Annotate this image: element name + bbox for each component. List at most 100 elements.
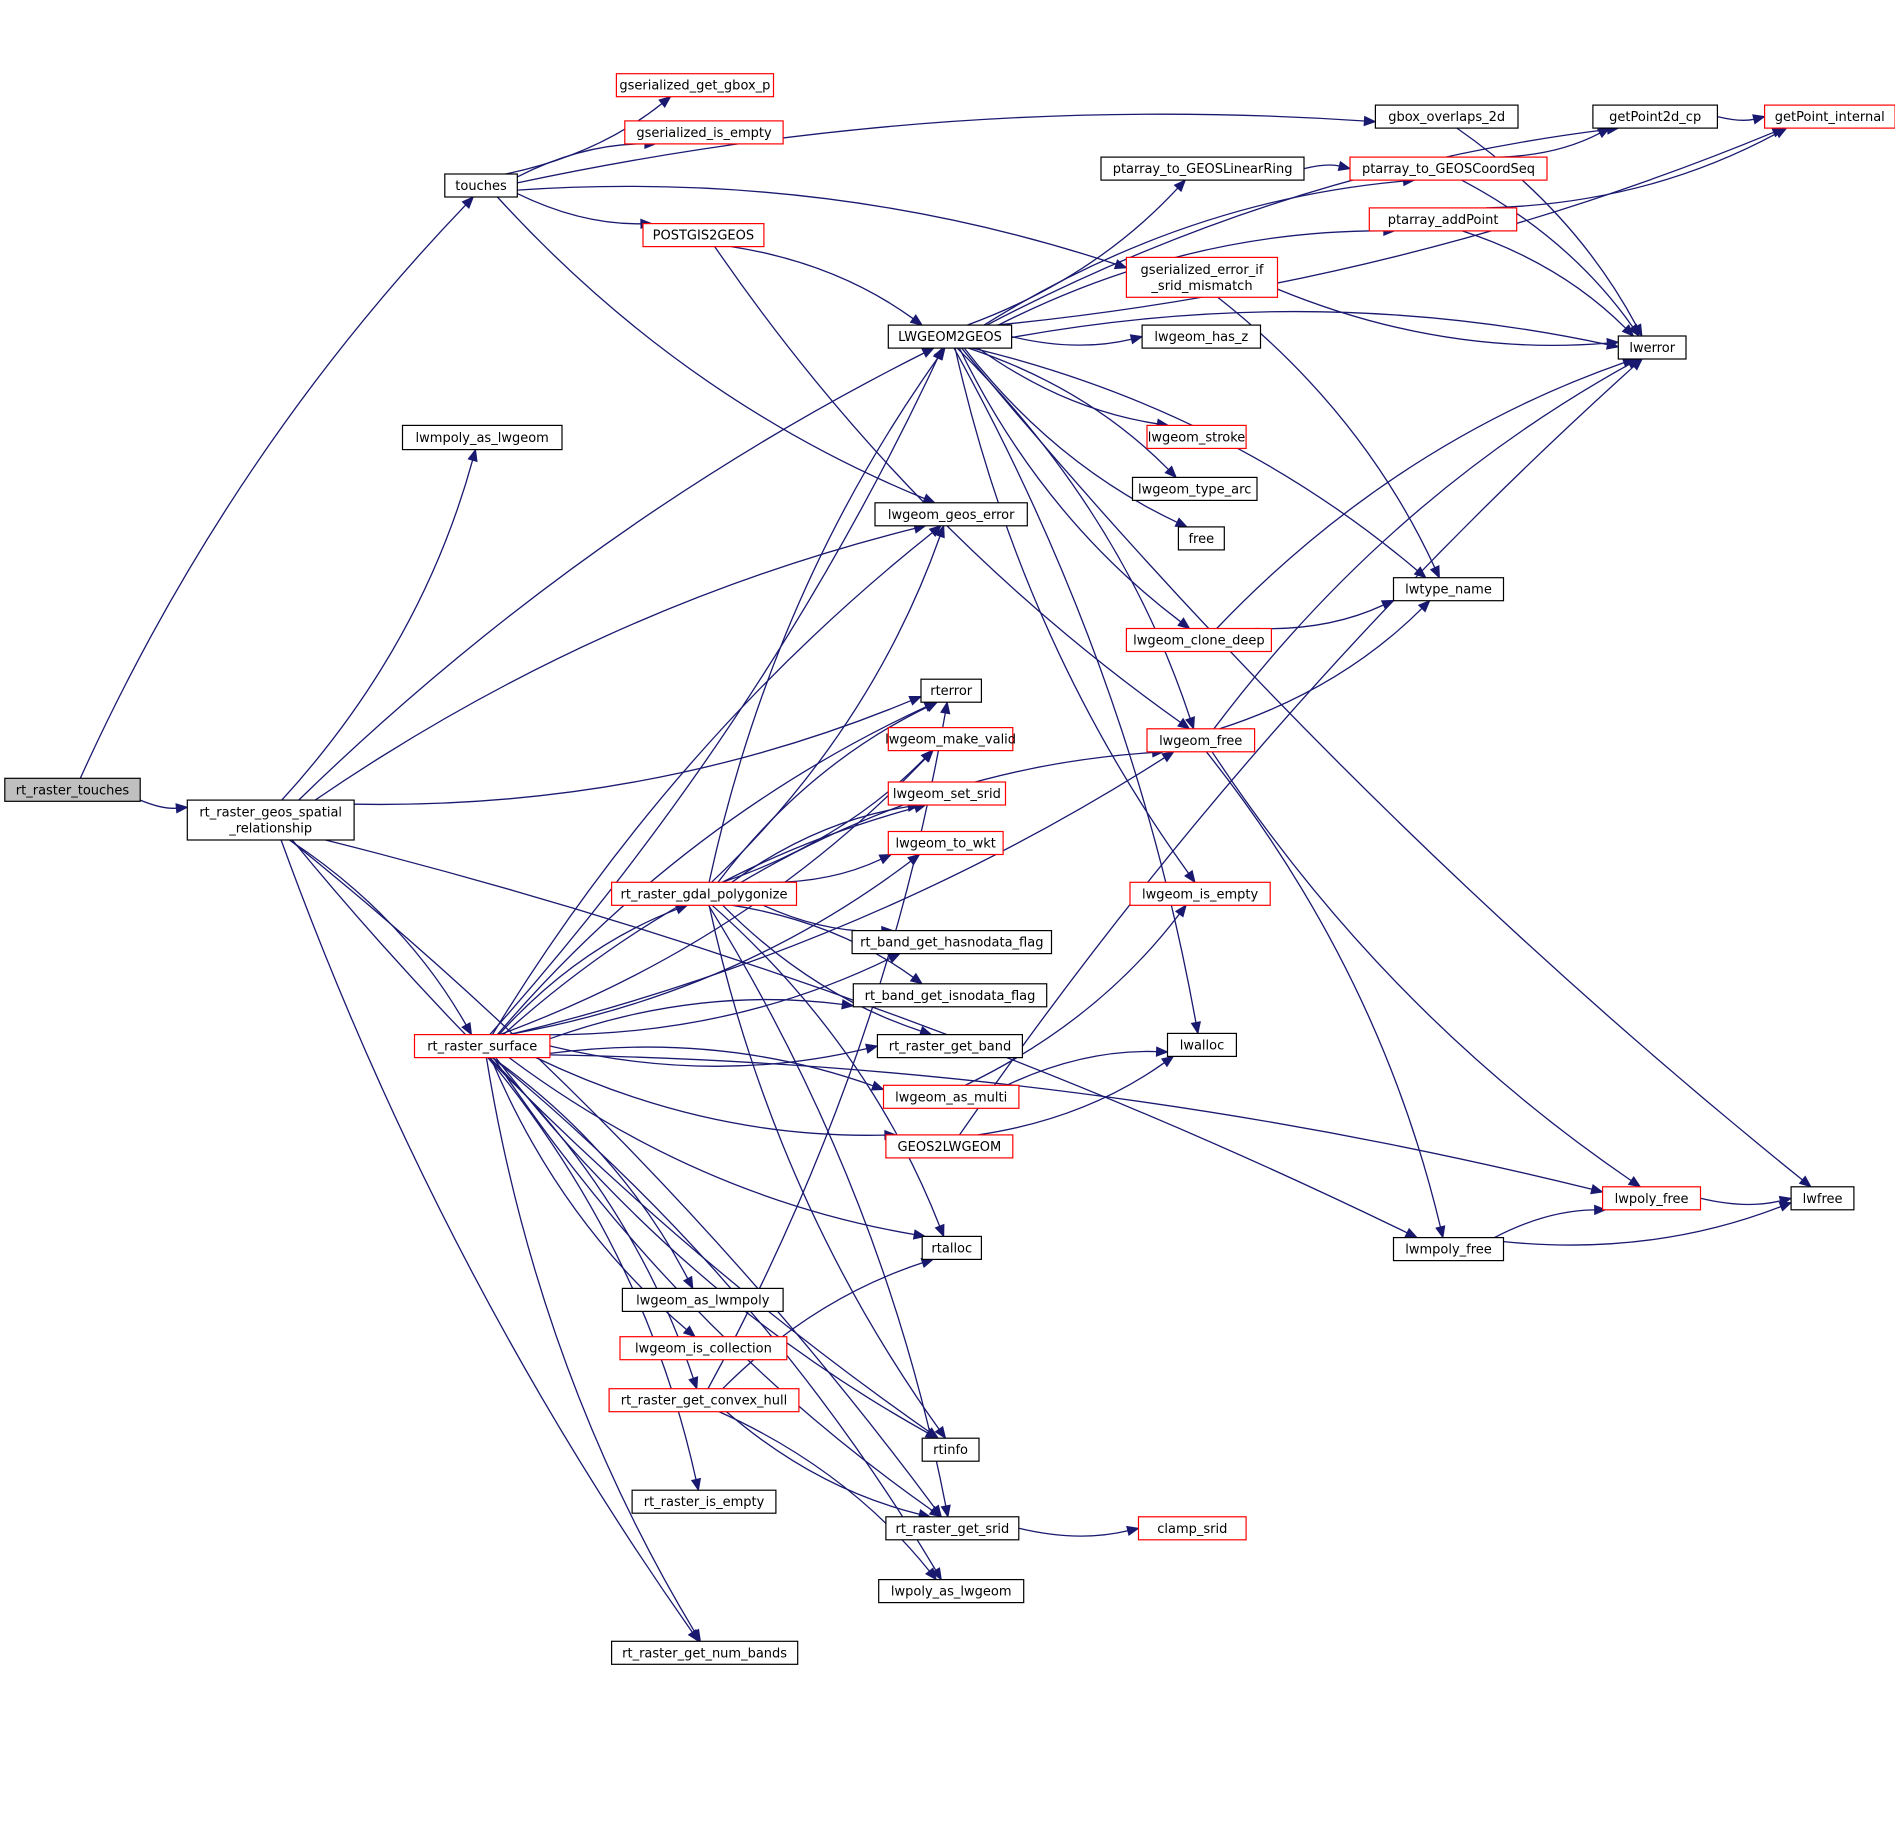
node-box[interactable] [887, 781, 1007, 806]
node-lwgeom-type-arc[interactable]: lwgeom_type_arc [1131, 476, 1258, 501]
node-lwgeom-clone-deep[interactable]: lwgeom_clone_deep [1125, 627, 1273, 653]
node-box[interactable] [921, 1235, 983, 1261]
node-ptarray-addpoint[interactable]: ptarray_addPoint [1368, 207, 1518, 232]
node-box[interactable] [920, 678, 983, 703]
node-box[interactable] [1146, 728, 1256, 753]
node-box[interactable] [887, 726, 1014, 752]
node-box[interactable] [1617, 335, 1687, 360]
node-box[interactable] [1763, 104, 1895, 129]
node-getpoint2d-cp[interactable]: getPoint2d_cp [1592, 104, 1719, 129]
node-box[interactable] [401, 424, 563, 451]
node-lwpoly-free[interactable]: lwpoly_free [1601, 1186, 1702, 1211]
node-box[interactable] [1392, 577, 1505, 602]
node-lwmpoly-free[interactable]: lwmpoly_free [1392, 1236, 1505, 1262]
node-gserialized-get-gbox-p[interactable]: gserialized_get_gbox_p [615, 73, 775, 98]
node-lwgeom-as-multi[interactable]: lwgeom_as_multi [882, 1084, 1020, 1109]
node-rt-band-get-isnodata-flag[interactable]: rt_band_get_isnodata_flag [852, 983, 1048, 1008]
node-clamp-srid[interactable]: clamp_srid [1137, 1516, 1247, 1541]
node-rt-raster-touches[interactable]: rt_raster_touches [4, 777, 141, 802]
node-rtinfo[interactable]: rtinfo [921, 1437, 980, 1462]
node-box[interactable] [610, 1640, 799, 1665]
node-box[interactable] [1349, 156, 1548, 181]
node-lwgeom-free[interactable]: lwgeom_free [1146, 728, 1256, 753]
node-box[interactable] [413, 1033, 551, 1059]
node-box[interactable] [876, 1033, 1024, 1059]
node-box[interactable] [444, 173, 518, 198]
node-box[interactable] [4, 777, 141, 802]
node-box[interactable] [642, 223, 765, 248]
node-box[interactable] [921, 1437, 980, 1462]
node-rtalloc[interactable]: rtalloc [921, 1235, 983, 1261]
node-rt-band-get-hasnodata-flag[interactable]: rt_band_get_hasnodata_flag [851, 929, 1053, 955]
node-gserialized-is-empty[interactable]: gserialized_is_empty [624, 120, 784, 145]
node-rt-raster-is-empty[interactable]: rt_raster_is_empty [631, 1489, 777, 1514]
node-box[interactable] [878, 1578, 1025, 1604]
node-box[interactable] [1392, 1236, 1505, 1262]
node-lwerror[interactable]: lwerror [1617, 335, 1687, 360]
node-box[interactable] [1374, 104, 1519, 129]
node-rt-raster-geos-spatial-relationship[interactable]: rt_raster_geos_spatial_relationship [186, 799, 355, 841]
node-rt-raster-get-convex-hull[interactable]: rt_raster_get_convex_hull [608, 1388, 800, 1413]
node-lwpoly-as-lwgeom[interactable]: lwpoly_as_lwgeom [878, 1578, 1025, 1604]
node-free[interactable]: free [1177, 526, 1225, 551]
node-box[interactable] [1592, 104, 1719, 129]
node-box[interactable] [885, 1134, 1014, 1159]
node-gserialized-error-if-srid-mismatch[interactable]: gserialized_error_if_srid_mismatch [1125, 256, 1279, 298]
node-box[interactable] [887, 324, 1013, 349]
node-ptarray-to-geoscoordseq[interactable]: ptarray_to_GEOSCoordSeq [1349, 156, 1548, 181]
node-box[interactable] [882, 1084, 1020, 1109]
node-lwgeom-make-valid[interactable]: lwgeom_make_valid [885, 726, 1016, 752]
node-lwgeom-geos-error[interactable]: lwgeom_geos_error [874, 502, 1028, 527]
node-box[interactable] [610, 881, 798, 906]
node-lwtype-name[interactable]: lwtype_name [1392, 577, 1505, 602]
node-lwgeom-is-collection[interactable]: lwgeom_is_collection [619, 1336, 788, 1361]
node-box[interactable] [1146, 424, 1247, 449]
node-lwgeom-is-empty[interactable]: lwgeom_is_empty [1129, 881, 1271, 906]
node-box[interactable] [885, 1516, 1020, 1541]
node-rt-raster-get-num-bands[interactable]: rt_raster_get_num_bands [610, 1640, 799, 1665]
node-box[interactable] [1166, 1032, 1238, 1058]
node-lwgeom-as-lwmpoly[interactable]: lwgeom_as_lwmpoly [621, 1287, 784, 1313]
node-box[interactable] [887, 830, 1004, 856]
node-box[interactable] [615, 73, 775, 98]
node-getpoint-internal[interactable]: getPoint_internal [1763, 104, 1895, 129]
node-ptarray-to-geoslinearring[interactable]: ptarray_to_GEOSLinearRing [1100, 156, 1305, 181]
node-box[interactable] [1177, 526, 1225, 551]
node-lwfree[interactable]: lwfree [1790, 1186, 1855, 1211]
node-box[interactable] [851, 929, 1053, 955]
node-lwgeom-set-srid[interactable]: lwgeom_set_srid [887, 781, 1007, 806]
node-box[interactable] [1125, 256, 1279, 298]
node-gbox-overlaps-2d[interactable]: gbox_overlaps_2d [1374, 104, 1519, 129]
node-box[interactable] [186, 799, 355, 841]
node-rt-raster-gdal-polygonize[interactable]: rt_raster_gdal_polygonize [610, 881, 798, 906]
node-lwalloc[interactable]: lwalloc [1166, 1032, 1238, 1058]
node-box[interactable] [1790, 1186, 1855, 1211]
node-box[interactable] [1129, 881, 1271, 906]
node-box[interactable] [608, 1388, 800, 1413]
node-box[interactable] [874, 502, 1028, 527]
node-rt-raster-surface[interactable]: rt_raster_surface [413, 1033, 551, 1059]
node-box[interactable] [1125, 627, 1273, 653]
node-rterror[interactable]: rterror [920, 678, 983, 703]
node-box[interactable] [1601, 1186, 1702, 1211]
node-box[interactable] [619, 1336, 788, 1361]
node-postgis2geos[interactable]: POSTGIS2GEOS [642, 223, 765, 248]
node-box[interactable] [1137, 1516, 1247, 1541]
node-rt-raster-get-band[interactable]: rt_raster_get_band [876, 1033, 1024, 1059]
node-lwgeom2geos[interactable]: LWGEOM2GEOS [887, 324, 1013, 349]
node-touches[interactable]: touches [444, 173, 518, 198]
node-box[interactable] [1368, 207, 1518, 232]
node-lwgeom-to-wkt[interactable]: lwgeom_to_wkt [887, 830, 1004, 856]
node-lwgeom-stroke[interactable]: lwgeom_stroke [1146, 424, 1247, 449]
node-box[interactable] [852, 983, 1048, 1008]
node-box[interactable] [624, 120, 784, 145]
node-lwgeom-has-z[interactable]: lwgeom_has_z [1141, 324, 1262, 349]
node-box[interactable] [631, 1489, 777, 1514]
node-box[interactable] [1131, 476, 1258, 501]
node-box[interactable] [1141, 324, 1262, 349]
node-rt-raster-get-srid[interactable]: rt_raster_get_srid [885, 1516, 1020, 1541]
node-box[interactable] [621, 1287, 784, 1313]
node-geos2lwgeom[interactable]: GEOS2LWGEOM [885, 1134, 1014, 1159]
node-lwmpoly-as-lwgeom[interactable]: lwmpoly_as_lwgeom [401, 424, 563, 451]
node-box[interactable] [1100, 156, 1305, 181]
